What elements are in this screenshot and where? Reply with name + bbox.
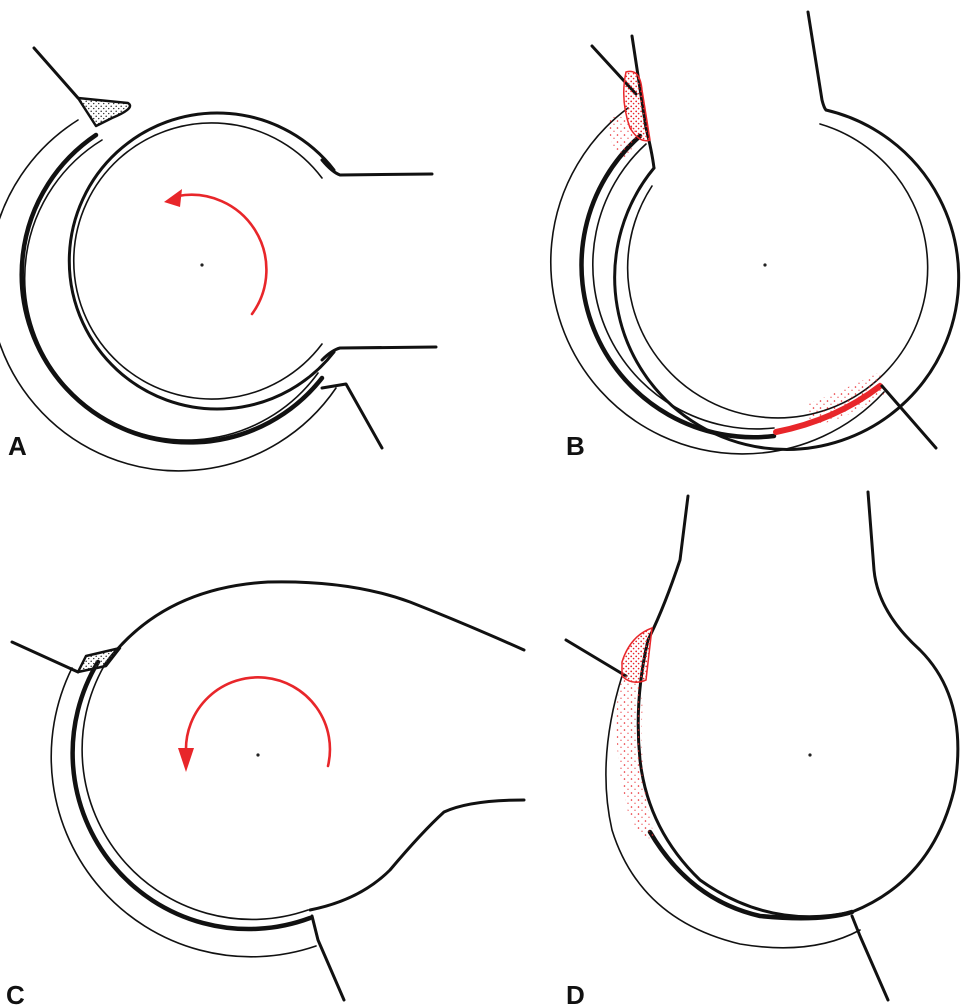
panel-c-acetabulum-inner [82, 666, 308, 919]
panel-label-b: B [566, 431, 585, 461]
panel-label-a: A [8, 431, 27, 461]
panel-d-upper-capsule [566, 640, 626, 676]
panel-c-rotation-arrow [186, 677, 330, 766]
panel-b-neck-right [808, 12, 826, 110]
panel-c-acetabulum-outer [51, 668, 316, 957]
panel-d-chondral-spray [616, 680, 654, 838]
panel-c-lower-capsule [312, 916, 344, 1000]
panel-c-upper-capsule [12, 642, 78, 672]
panel-a-femoral-head-outer [69, 113, 334, 409]
panel-a-rotation-arrow [178, 195, 266, 314]
panel-b-femoral-head-inner [628, 124, 928, 418]
panel-a-upper-capsule [34, 48, 78, 98]
panel-b-lower-capsule [882, 386, 936, 448]
panel-c-femoral-head-lower [310, 800, 524, 910]
panel-a-acetabulum-outer [0, 120, 336, 471]
panel-d-upper-labrum-red [622, 628, 652, 682]
panel-a-neck-lower [322, 347, 436, 360]
panel-a-lower-capsule [322, 384, 382, 448]
panel-a-acetabulum-inner [25, 140, 318, 440]
panel-c-acetabulum-cartilage [73, 662, 310, 929]
panel-d-lower-capsule [852, 916, 888, 1000]
panel-b: B [551, 12, 959, 461]
panel-d-femoral-head [638, 492, 958, 917]
panel-b-acetabulum-cartilage [582, 136, 774, 437]
panel-c-femoral-head [104, 582, 524, 666]
panel-a: A [0, 48, 436, 471]
panel-a-upper-labrum [78, 98, 130, 126]
panel-a-neck-upper [322, 160, 432, 175]
panel-label-c: C [6, 980, 25, 1008]
panel-c-rotation-arrowhead [178, 748, 194, 772]
panel-a-femoral-head-inner [74, 123, 322, 399]
panel-c-upper-labrum [78, 648, 120, 672]
panel-c: C [6, 582, 524, 1008]
panel-b-femoral-head-outer [615, 110, 959, 449]
panel-label-d: D [566, 980, 585, 1008]
panel-b-lower-spray [808, 372, 884, 426]
panel-a-rotation-arrowhead [164, 189, 182, 207]
panel-d: D [566, 492, 958, 1008]
panel-b-acetabulum-inner [593, 144, 774, 429]
